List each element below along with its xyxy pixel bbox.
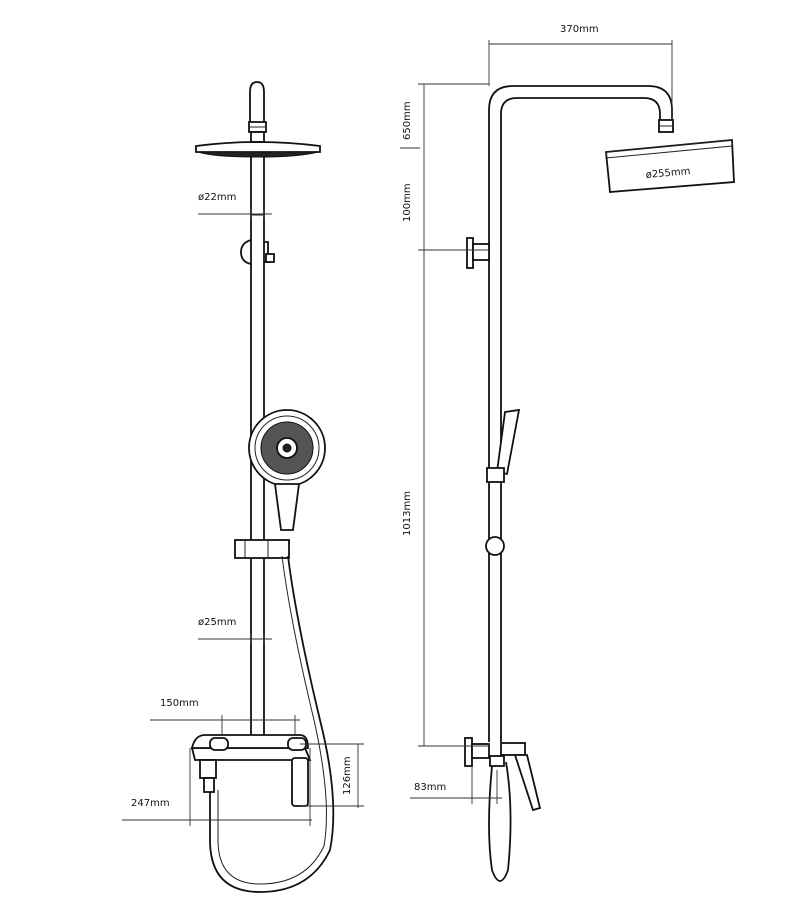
slide-holder [234,539,290,559]
rain-head-nozzles [197,151,319,158]
slider-knob [485,536,505,556]
hose-side [488,761,512,882]
shower-hose-outer [209,555,335,893]
side-view [464,85,735,882]
hand-shower-handle [273,483,301,531]
riser-top-curve [249,81,265,122]
label-upper-height: 650mm [402,101,413,140]
label-wall-offset: 83mm [414,782,446,793]
label-bar-diameter: ø25mm [198,617,236,628]
label-head-diameter: ø255mm [645,166,690,181]
diverter-knob [240,239,252,265]
label-gap-height: 100mm [402,183,413,222]
rain-head-front [195,141,321,153]
label-riser-diameter: ø22mm [198,192,236,203]
mixer-lever-side [513,754,542,812]
spout-connector [199,759,217,779]
dimension-lines [122,40,673,826]
front-view [190,81,335,893]
label-arm-reach: 370mm [560,24,599,35]
label-total-height: 1013mm [402,491,413,536]
label-mixer-spacing: 150mm [160,698,199,709]
arm-outer [488,85,673,742]
label-mixer-height: 126mm [342,756,353,795]
mixer-lever [291,757,309,807]
hand-shower-side [495,408,521,476]
dimension-labels: ø22mm ø25mm 150mm 247mm 126mm 370mm ø255… [131,24,691,809]
label-mixer-width: 247mm [131,798,170,809]
arm-inner [500,97,661,742]
mixer-wall-plate [464,737,473,767]
